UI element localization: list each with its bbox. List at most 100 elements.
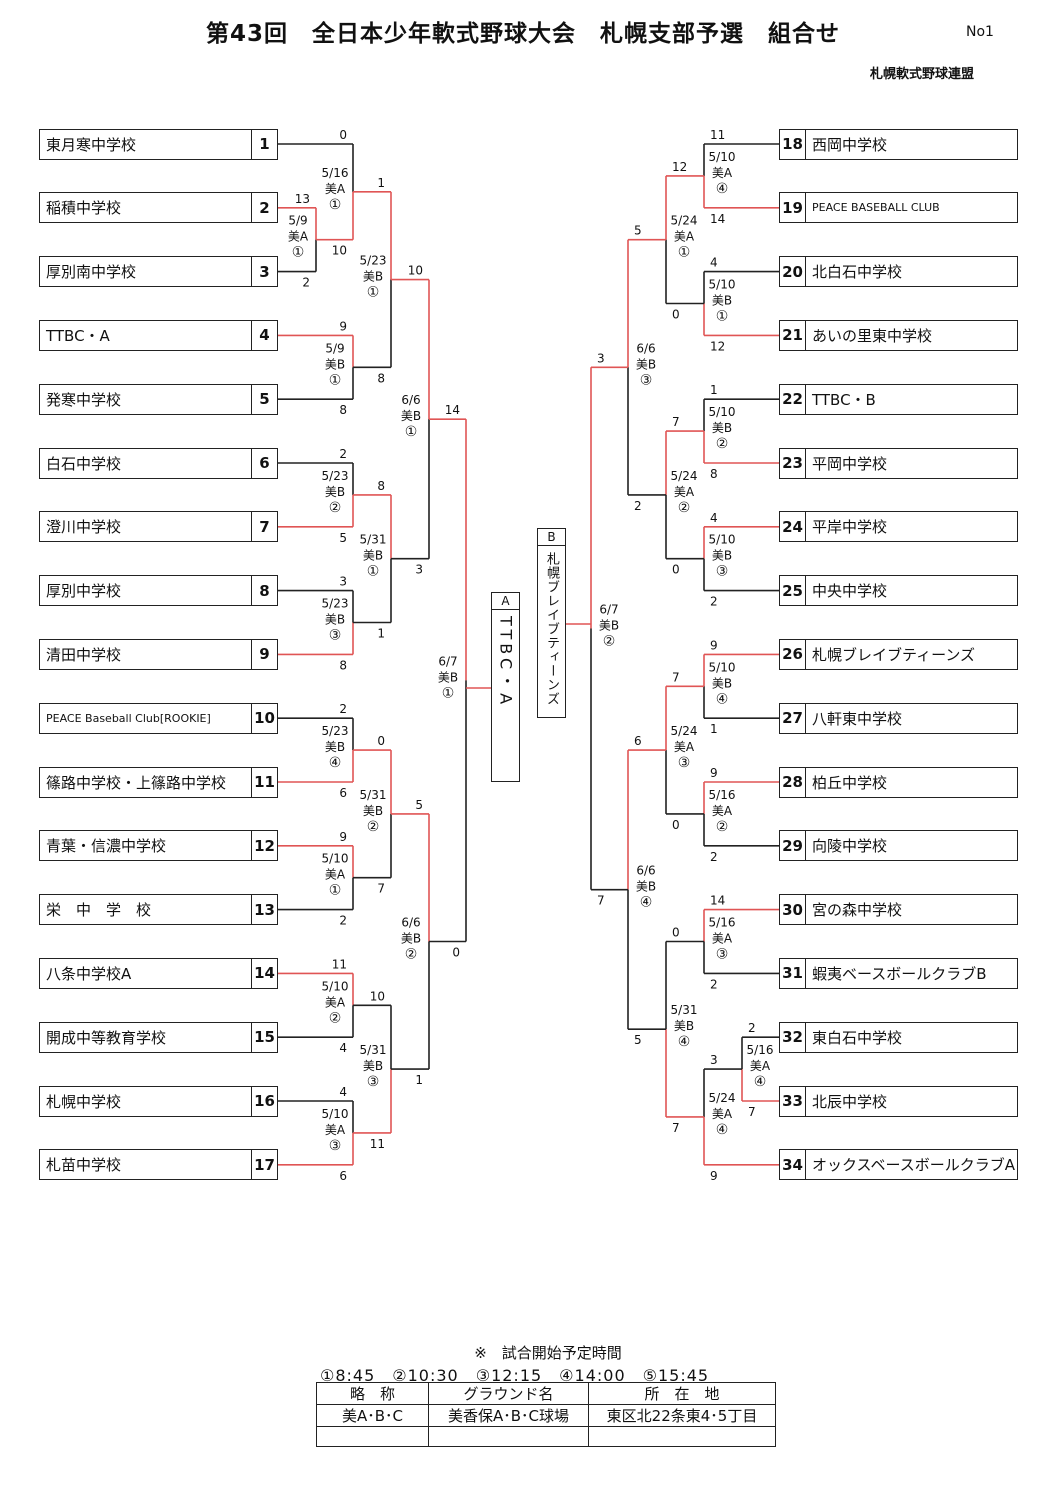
match-date: 6/6: [401, 916, 420, 930]
team-name: 平岸中学校: [812, 518, 888, 537]
match-date: 5/16: [747, 1043, 774, 1057]
venue-header-address: 所 在 地: [588, 1382, 776, 1405]
team-name: オックスベースボールクラブA: [812, 1156, 1016, 1175]
match-venue: 美B: [636, 880, 656, 894]
score-bottom: 5: [339, 531, 347, 545]
match-venue: 美A: [674, 230, 695, 244]
score-bottom: 5: [634, 1033, 642, 1047]
match-date: 6/7: [599, 602, 618, 616]
team-number: 1: [251, 129, 277, 159]
match-slot: ①: [442, 685, 455, 701]
match-slot: ③: [329, 628, 342, 644]
team-number: 28: [780, 767, 806, 797]
team-name: 中央中学校: [812, 582, 888, 601]
match-venue: 美B: [438, 670, 458, 684]
match-venue: 美B: [363, 1059, 383, 1073]
score-bottom: 7: [597, 894, 605, 908]
score-top: 9: [339, 830, 347, 844]
match-slot: ②: [329, 500, 342, 516]
team-number: 5: [251, 384, 277, 414]
match-venue: 美B: [712, 549, 732, 563]
team-number: 34: [780, 1150, 806, 1180]
team-name: 稲積中学校: [46, 199, 122, 218]
score-bottom: 7: [748, 1105, 756, 1119]
team-number: 6: [251, 448, 277, 478]
match-date: 5/10: [322, 1107, 349, 1121]
score-top: 2: [339, 447, 347, 461]
match-date: 5/24: [671, 469, 698, 483]
team-number: 16: [251, 1086, 277, 1116]
match-venue: 美B: [363, 270, 383, 284]
score-top: 5: [634, 224, 642, 238]
match-slot: ④: [640, 895, 653, 911]
team-name: PEACE BASEBALL CLUB: [812, 201, 940, 215]
score-top: 7: [672, 415, 680, 429]
team-name: 向陵中学校: [812, 837, 888, 856]
team-name: 青葉・信濃中学校: [46, 837, 167, 856]
match-venue: 美A: [674, 740, 695, 754]
team-entry-34: 34 オックスベースボールクラブA: [779, 1149, 1018, 1181]
venue-address: 東区北22条東4･5丁目: [588, 1404, 776, 1427]
team-name: 清田中学校: [46, 645, 122, 664]
score-bottom: 9: [710, 1169, 718, 1183]
match-date: 5/24: [671, 724, 698, 738]
team-name: 札苗中学校: [46, 1156, 122, 1175]
match-date: 5/10: [709, 660, 736, 674]
match-slot: ①: [405, 424, 418, 440]
team-number: 25: [780, 576, 806, 606]
score-top: 0: [672, 926, 680, 940]
score-bottom: 14: [710, 212, 725, 226]
finalist-b-label: B: [538, 529, 565, 546]
match-venue: 美B: [325, 357, 345, 371]
score-bottom: 8: [339, 403, 347, 417]
score-top: 14: [710, 894, 725, 908]
score-top: 3: [710, 1053, 718, 1067]
match-slot: ①: [329, 197, 342, 213]
match-venue: 美B: [401, 409, 421, 423]
team-name: 札幌中学校: [46, 1092, 122, 1111]
score-bottom: 10: [332, 244, 347, 258]
score-bottom: 7: [672, 1121, 680, 1135]
match-venue: 美B: [325, 740, 345, 754]
match-date: 5/31: [360, 1043, 387, 1057]
score-top: 13: [295, 192, 310, 206]
venue-ground: [428, 1426, 589, 1447]
match-slot: ①: [678, 245, 691, 261]
team-name: 蝦夷ベースボールクラブB: [812, 964, 987, 983]
venue-abbr: 美A･B･C: [316, 1404, 429, 1427]
match-slot: ③: [329, 1138, 342, 1154]
score-top: 9: [339, 319, 347, 333]
team-number: 27: [780, 703, 806, 733]
team-name: 篠路中学校・上篠路中学校: [46, 773, 227, 792]
match-slot: ②: [405, 947, 418, 963]
match-date: 6/6: [636, 341, 655, 355]
match-slot: ①: [367, 564, 380, 580]
score-bottom: 2: [710, 977, 718, 991]
score-top: 10: [408, 264, 423, 278]
match-date: 5/10: [709, 150, 736, 164]
score-top: 4: [710, 256, 718, 270]
match-slot: ④: [754, 1074, 767, 1090]
match-venue: 美A: [288, 230, 309, 244]
score-top: 2: [748, 1021, 756, 1035]
team-name: 澄川中学校: [46, 518, 122, 537]
team-name: TTBC・B: [812, 390, 876, 409]
team-name: 厚別中学校: [46, 582, 122, 601]
score-bottom: 2: [339, 914, 347, 928]
match-date: 6/6: [401, 393, 420, 407]
match-date: 5/31: [360, 533, 387, 547]
team-name: 柏丘中学校: [812, 773, 888, 792]
match-venue: 美B: [325, 485, 345, 499]
score-bottom: 7: [377, 882, 385, 896]
match-slot: ②: [329, 1010, 342, 1026]
score-bottom: 0: [672, 563, 680, 577]
team-number: 15: [251, 1022, 277, 1052]
